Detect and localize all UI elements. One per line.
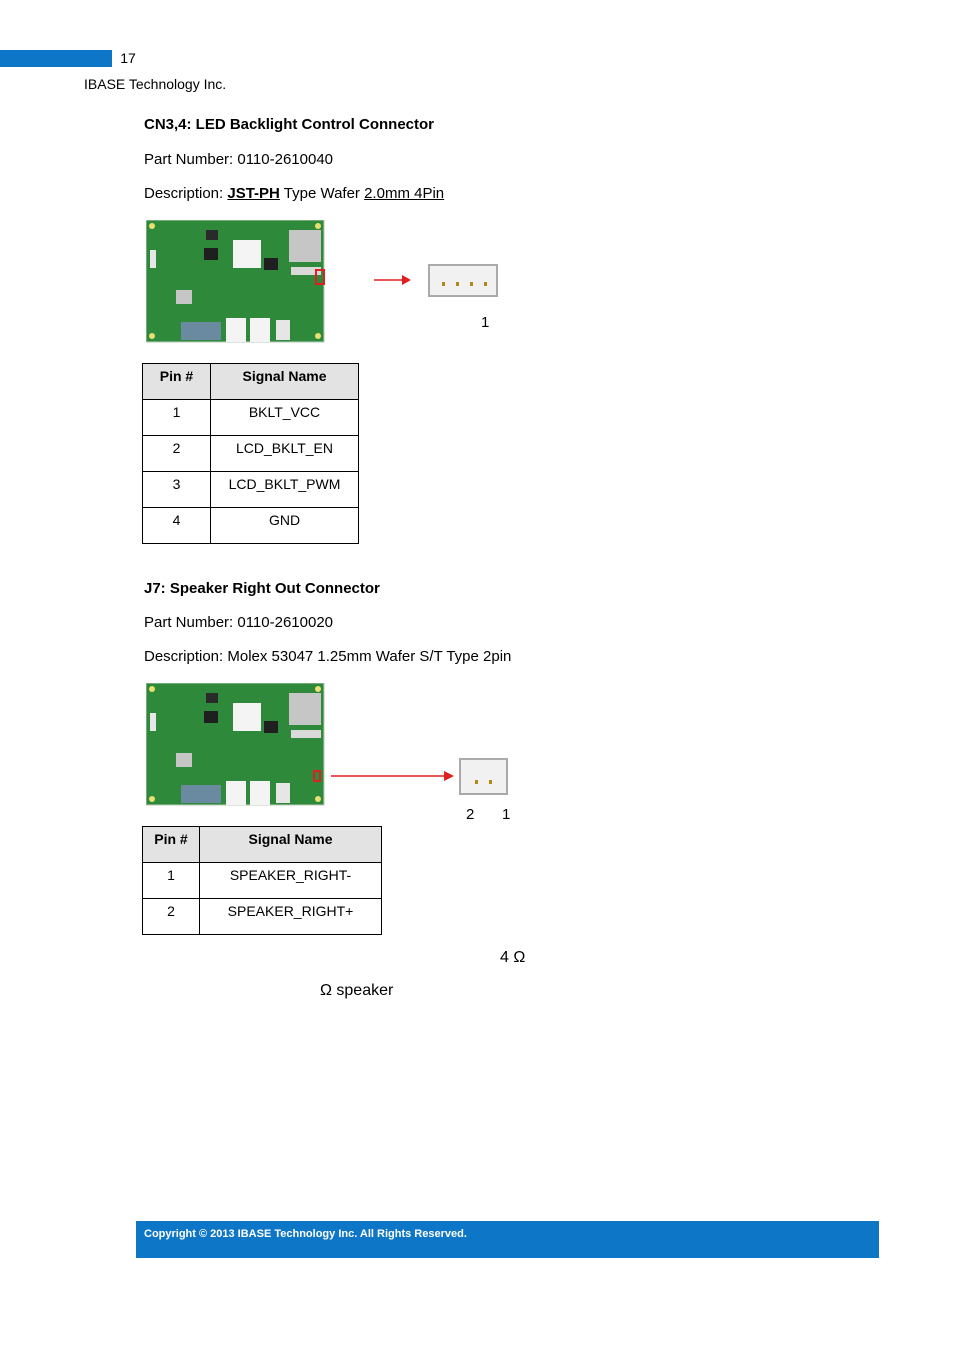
signal-cell: GND xyxy=(210,507,359,544)
description-mid: Type Wafer xyxy=(279,185,365,202)
signal-cell: SPEAKER_RIGHT+ xyxy=(199,898,382,935)
speaker-note-text: Ω speaker xyxy=(320,982,394,999)
table-row: 2 SPEAKER_RIGHT+ xyxy=(142,898,382,935)
signal-cell: BKLT_VCC xyxy=(210,399,359,436)
description-prefix: Description: xyxy=(144,185,228,202)
connector-2pin-image xyxy=(459,758,508,795)
signal-cell: LCD_BKLT_PWM xyxy=(210,471,359,508)
table-row: 1 SPEAKER_RIGHT- xyxy=(142,862,382,899)
pin-cell: 4 xyxy=(142,507,211,544)
copyright-footer: Copyright © 2013 IBASE Technology Inc. A… xyxy=(136,1221,879,1258)
description-brand: JST-PH xyxy=(227,185,280,202)
section-title-j7: J7: Speaker Right Out Connector xyxy=(144,580,380,597)
description-j7: Description: Molex 53047 1.25mm Wafer S/… xyxy=(144,648,512,665)
description-cn34: Description: JST-PH Type Wafer 2.0mm 4Pi… xyxy=(144,185,444,202)
part-number-j7: Part Number: 0110-2610020 xyxy=(144,614,334,631)
page-number-bar xyxy=(0,50,144,67)
board-image-j7 xyxy=(146,683,325,806)
pin-cell: 1 xyxy=(142,862,200,899)
part-number-cn34: Part Number: 0110-2610040 xyxy=(144,151,334,168)
pin-cell: 2 xyxy=(142,435,211,472)
connector-4pin-image xyxy=(428,264,498,297)
table-row: 3 LCD_BKLT_PWM xyxy=(142,471,359,508)
company-name: IBASE Technology Inc. xyxy=(84,76,227,92)
pin-1-label-j7: 1 xyxy=(502,806,511,823)
pin-table-j7: Pin # Signal Name 1 SPEAKER_RIGHT- 2 SPE… xyxy=(142,826,382,935)
signal-cell: LCD_BKLT_EN xyxy=(210,435,359,472)
table-header-pin: Pin # xyxy=(142,826,200,863)
board-image-cn34 xyxy=(146,220,325,343)
pin-cell: 1 xyxy=(142,399,211,436)
table-row: 4 GND xyxy=(142,507,359,544)
pin-2-label-j7: 2 xyxy=(466,806,475,823)
arrow-icon-cn34 xyxy=(374,275,411,285)
pin-1-label-cn34: 1 xyxy=(481,314,490,331)
signal-cell: SPEAKER_RIGHT- xyxy=(199,862,382,899)
pin-cell: 3 xyxy=(142,471,211,508)
arrow-icon-j7 xyxy=(331,771,454,781)
page-number: 17 xyxy=(112,50,144,67)
table-header-signal: Signal Name xyxy=(199,826,382,863)
table-row: 1 BKLT_VCC xyxy=(142,399,359,436)
pin-cell: 2 xyxy=(142,898,200,935)
speaker-note-impedance: 4 Ω xyxy=(500,949,526,966)
pin-table-cn34: Pin # Signal Name 1 BKLT_VCC 2 LCD_BKLT_… xyxy=(142,363,359,544)
table-row: 2 LCD_BKLT_EN xyxy=(142,435,359,472)
table-header-signal: Signal Name xyxy=(210,363,359,400)
section-title-cn34: CN3,4: LED Backlight Control Connector xyxy=(144,116,435,133)
copyright-text: Copyright © 2013 IBASE Technology Inc. A… xyxy=(144,1228,467,1240)
table-header-pin: Pin # xyxy=(142,363,211,400)
description-spec: 2.0mm 4Pin xyxy=(364,185,445,202)
